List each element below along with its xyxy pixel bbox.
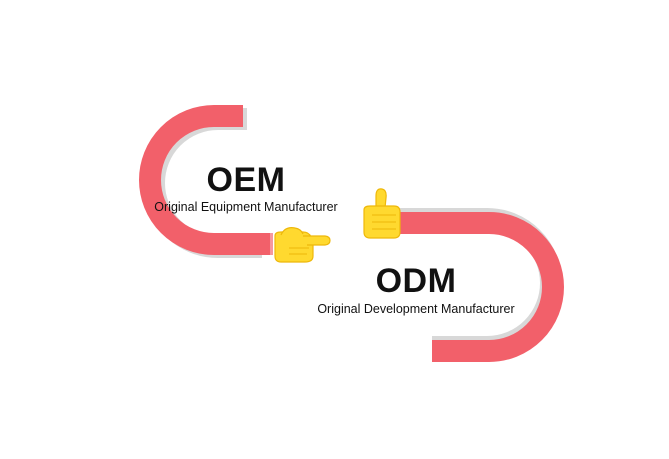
odm-arm-body xyxy=(398,212,564,362)
odm-full-name: Original Development Manufacturer xyxy=(317,302,515,316)
odm-arm-end-stripe xyxy=(470,374,478,376)
oem-acronym: OEM xyxy=(206,161,286,199)
pointing-right-hand-icon xyxy=(274,227,331,263)
oem-arm-cuff-edge xyxy=(270,233,273,255)
odm-acronym: ODM xyxy=(375,262,457,300)
oem-full-name: Original Equipment Manufacturer xyxy=(154,200,338,214)
thumbs-up-hand-icon xyxy=(363,188,401,239)
oem-arm-cuff xyxy=(259,233,273,255)
oem-arm-body xyxy=(139,105,262,255)
oem-arm xyxy=(139,105,273,258)
